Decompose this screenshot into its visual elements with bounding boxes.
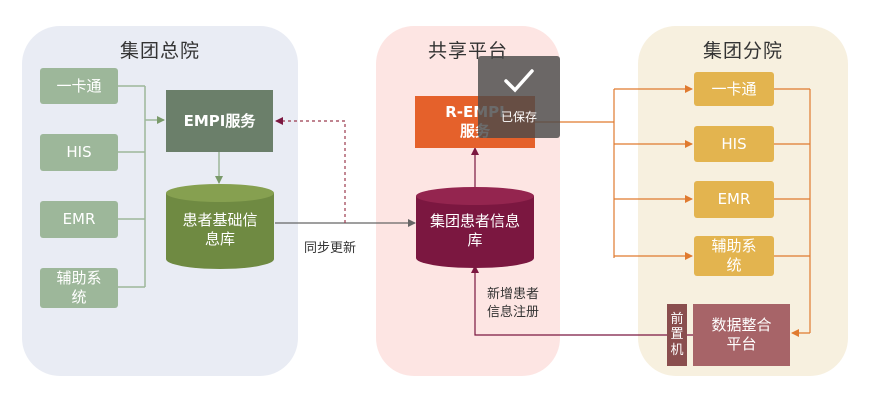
patient-base-db-cylinder	[166, 184, 274, 269]
group-patient-db-cylinder	[416, 187, 534, 268]
checkmark-icon	[504, 69, 534, 93]
patient-base-db-label: 患者基础信息库	[182, 211, 258, 248]
right-item-card: 一卡通	[694, 72, 774, 106]
empi-service-box: EMPI服务	[166, 90, 273, 152]
new-patient-register-label: 新增患者信息注册	[487, 287, 540, 321]
panel-title-branch-hospital: 集团分院	[702, 40, 783, 62]
left-item-emr: EMR	[40, 201, 118, 238]
data-integration-platform-box: 数据整合平台	[693, 304, 790, 366]
left-item-his: HIS	[40, 134, 118, 171]
sync-update-label: 同步更新	[304, 241, 357, 256]
right-item-emr: EMR	[694, 181, 774, 218]
front-machine-box: 前置机	[667, 304, 687, 366]
right-item-his: HIS	[694, 126, 774, 162]
saved-toast-label: 已保存	[500, 110, 537, 124]
right-item-auxiliary: 辅助系统	[694, 236, 774, 276]
panel-title-group-hospital: 集团总院	[119, 40, 200, 62]
left-item-card: 一卡通	[40, 68, 118, 104]
group-patient-db-label: 集团患者信息库	[429, 212, 520, 249]
left-item-auxiliary: 辅助系统	[40, 268, 118, 308]
saved-toast: 已保存	[478, 56, 560, 138]
